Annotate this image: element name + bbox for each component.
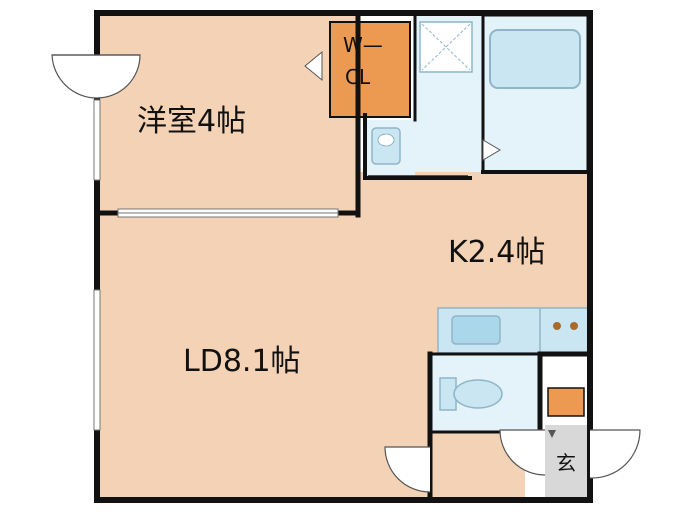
bathtub-icon — [489, 29, 581, 89]
western-room-floor — [100, 15, 358, 213]
entrance-step-icon — [548, 430, 556, 438]
western-room-label: 洋室4帖 — [137, 104, 246, 139]
toilet-upper-seat — [377, 133, 395, 147]
sink-icon — [451, 315, 501, 345]
hall-door-swing — [384, 446, 431, 493]
window-western — [93, 99, 101, 181]
balcony-door-swing — [51, 54, 98, 99]
entrance-door-swing-right — [589, 429, 641, 479]
bathroom-door — [482, 139, 501, 161]
entrance-label: 玄 — [556, 451, 576, 475]
closet-door — [304, 50, 323, 82]
toilet-lower-icon — [453, 379, 503, 409]
stove-burner-right-icon — [570, 322, 578, 330]
stove-burner-left-icon — [553, 322, 561, 330]
shoe-box — [547, 387, 585, 417]
walk-in-closet — [329, 21, 411, 118]
window-living — [93, 289, 101, 431]
living-dining-label: LD8.1帖 — [183, 344, 301, 379]
walk-in-closet-label-line1: W— — [343, 33, 383, 57]
balcony-door-swing-2 — [96, 54, 141, 99]
washer-cross-2 — [421, 23, 471, 71]
washer-cross-1 — [421, 23, 471, 71]
kitchen-label: K2.4帖 — [448, 235, 545, 270]
entrance-door-swing-left — [499, 429, 546, 476]
